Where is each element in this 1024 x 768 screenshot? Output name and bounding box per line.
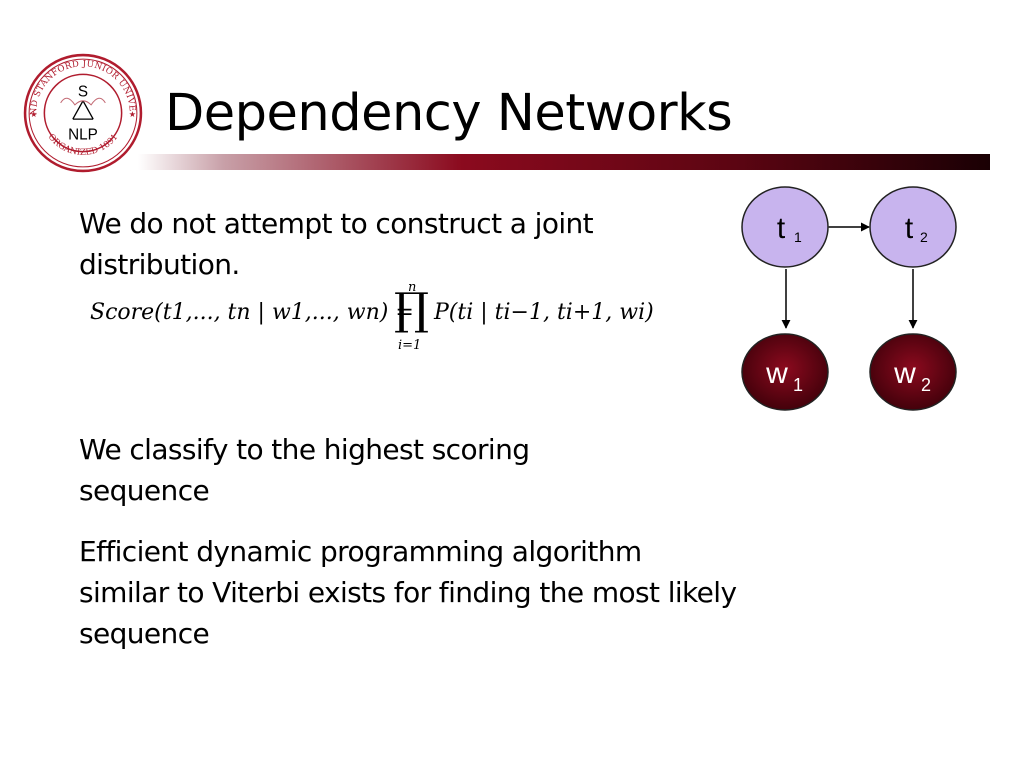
node-w1: w 1 xyxy=(741,333,829,411)
dependency-network-diagram: t 1 t 2 w 1 w 2 xyxy=(741,186,957,411)
product-upper-limit: n xyxy=(408,280,417,295)
stanford-nlp-seal: LELAND STANFORD JUNIOR UNIVERSITY ORGANI… xyxy=(22,52,143,173)
product-symbol: ∏ xyxy=(394,284,430,335)
paragraph-viterbi: Efficient dynamic programming algorithm … xyxy=(79,535,737,650)
page-title: Dependency Networks xyxy=(165,84,733,143)
paragraph-joint: We do not attempt to construct a joint d… xyxy=(79,207,594,281)
node-t1-label: t xyxy=(777,212,786,245)
seal-center-nlp: NLP xyxy=(68,126,98,143)
score-equation: Score(t1,..., tn | w1,..., wn) = ∏ n i=1… xyxy=(90,280,654,362)
node-t1-sub: 1 xyxy=(794,229,802,245)
node-t1: t 1 xyxy=(741,186,829,268)
equation-rhs: P(ti | ti−1, ti+1, wi) xyxy=(434,300,654,325)
node-t2: t 2 xyxy=(869,186,957,268)
equation-lhs: Score(t1,..., tn | w1,..., wn) = xyxy=(90,300,414,325)
seal-tree-branch-icon xyxy=(60,97,106,106)
node-t2-label: t xyxy=(905,212,914,245)
seal-center-s: S xyxy=(78,84,88,101)
title-divider xyxy=(138,154,990,170)
node-w1-label: w xyxy=(765,357,788,390)
product-lower-limit: i=1 xyxy=(398,338,422,353)
node-w2-sub: 2 xyxy=(921,375,931,395)
seal-star-left-icon: ★ xyxy=(30,109,37,119)
seal-tree-icon xyxy=(72,100,94,120)
node-t2-sub: 2 xyxy=(920,229,928,245)
node-w2-label: w xyxy=(893,357,916,390)
node-w1-sub: 1 xyxy=(793,375,803,395)
node-w2: w 2 xyxy=(869,333,957,411)
paragraph-classify: We classify to the highest scoring seque… xyxy=(79,433,530,507)
seal-star-right-icon: ★ xyxy=(129,109,136,119)
